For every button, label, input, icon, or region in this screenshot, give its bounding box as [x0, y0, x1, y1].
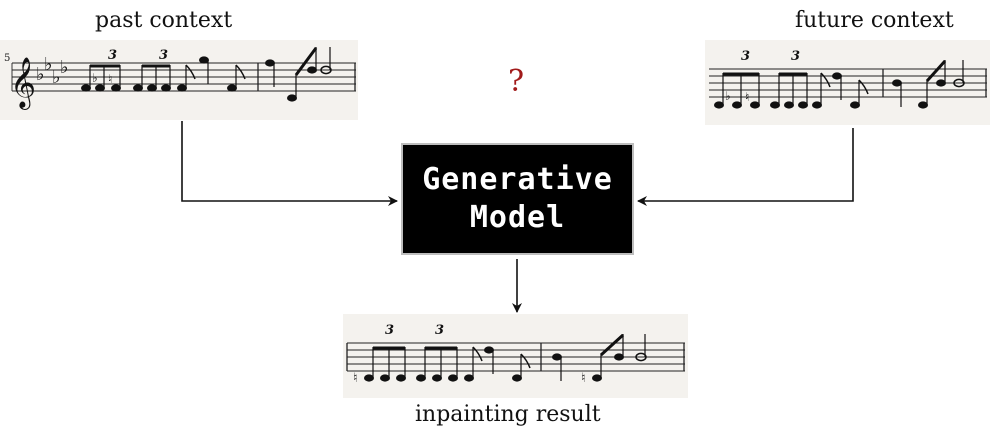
triplet-mark-2: 3 [159, 48, 168, 63]
accidental-flat: ♭ [92, 71, 98, 85]
past-context-score: 5 𝄞 ♭ ♭ ♭ ♭ [0, 40, 358, 120]
past-context-label: past context [95, 8, 233, 33]
model-label-line1: Generative [422, 162, 613, 197]
accidental-natural: ♮ [108, 72, 112, 86]
arrow-past-to-model [181, 121, 398, 206]
treble-clef-icon: 𝄞 [10, 57, 36, 110]
future-score-notation: ♭ ♮ 3 3 [709, 49, 987, 109]
model-label-line2: Model [469, 200, 566, 235]
result-triplet-mark-2: 3 [435, 323, 444, 338]
future-accidental-natural: ♮ [745, 90, 749, 104]
result-accidental-natural-1: ♮ [353, 371, 358, 386]
key-flat-2: ♭ [44, 54, 53, 75]
past-score-notation: 5 𝄞 ♭ ♭ ♭ ♭ [4, 47, 356, 110]
key-flat-3: ♭ [52, 67, 61, 88]
key-flat-4: ♭ [60, 57, 69, 78]
future-context-label: future context [795, 8, 954, 33]
generative-model-box: Generative Model [401, 143, 634, 255]
arrow-future-to-model [637, 128, 854, 206]
question-mark: ? [508, 64, 525, 99]
result-score-notation: ♮ ♮ 3 3 [346, 323, 685, 386]
key-flat-1: ♭ [36, 64, 45, 85]
measure-number: 5 [4, 53, 10, 64]
future-triplet-mark-2: 3 [791, 49, 800, 64]
future-context-score: ♭ ♮ 3 3 [705, 40, 990, 125]
triplet-mark-1: 3 [108, 48, 117, 63]
inpainting-result-label: inpainting result [415, 402, 601, 427]
result-accidental-natural-2: ♮ [581, 371, 586, 386]
future-triplet-mark-1: 3 [741, 49, 750, 64]
inpainting-result-score: ♮ ♮ 3 3 [343, 314, 688, 398]
future-accidental-flat: ♭ [725, 89, 731, 103]
result-triplet-mark-1: 3 [385, 323, 394, 338]
